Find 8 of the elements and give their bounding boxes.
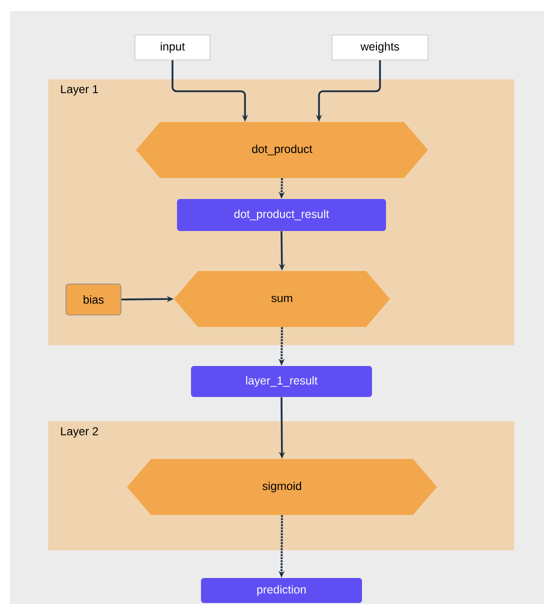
result-box: dot_product_result xyxy=(177,199,386,231)
result-box: prediction xyxy=(201,578,362,603)
result-box: layer_1_result xyxy=(191,366,372,397)
input-box: input xyxy=(134,34,210,60)
operation-hexagon: sigmoid xyxy=(127,459,437,515)
bias-box: bias xyxy=(66,284,122,316)
input-box: weights xyxy=(332,34,428,60)
operation-hexagon: sum xyxy=(174,271,390,327)
